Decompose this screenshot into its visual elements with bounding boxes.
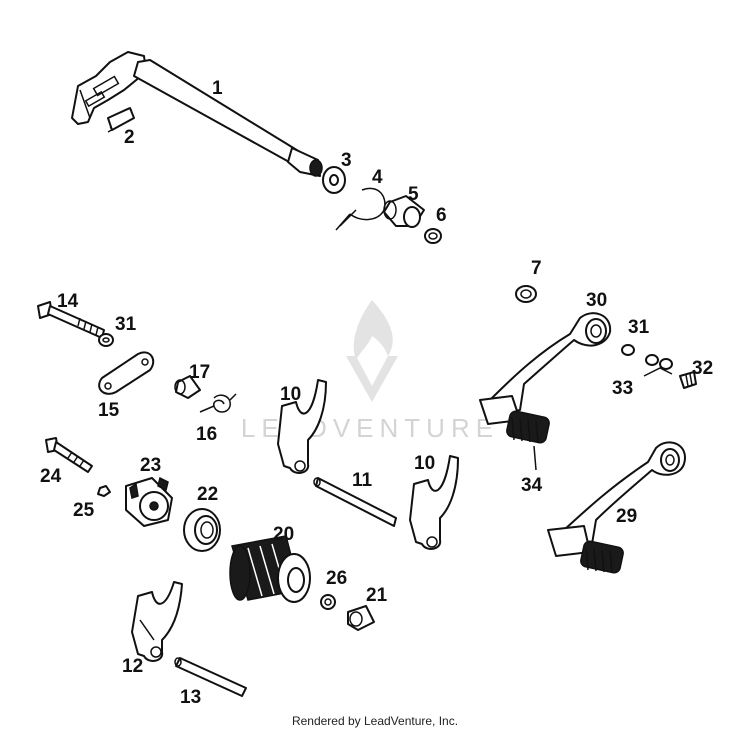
callout-7: 7 [531,258,542,279]
callout-5: 5 [408,184,419,205]
part-20-shift-drum [229,535,311,603]
part-24-bolt [45,437,93,473]
callout-10-left: 10 [280,384,301,405]
callout-14: 14 [57,291,79,312]
part-30-shift-lever [479,312,612,444]
callout-3: 3 [341,150,352,171]
callout-34: 34 [521,475,543,496]
callout-4: 4 [372,167,383,188]
part-7-washer [515,285,537,303]
leader-line-34 [533,445,537,471]
part-26-washer [320,594,336,610]
part-10-shift-fork-right [409,455,459,550]
part-4-circlip [335,187,386,231]
callout-31-right: 31 [628,317,650,338]
callout-24: 24 [40,466,62,487]
part-3-washer [322,166,346,194]
part-31-washer-right [621,344,635,356]
callout-31-left: 31 [115,314,137,335]
callout-15: 15 [98,400,120,421]
part-29-shift-lever [547,441,687,574]
callout-11: 11 [352,470,373,491]
callout-26: 26 [326,568,347,589]
part-2-spring [107,107,135,133]
part-17-bushing [174,375,201,399]
part-11-fork-shaft [313,477,397,527]
callout-33: 33 [612,378,633,399]
part-25-nut [97,485,111,497]
callout-30: 30 [586,290,607,311]
callout-1: 1 [212,78,223,99]
callout-6: 6 [436,205,447,226]
part-6-ring [424,228,442,244]
part-1-shift-shaft [71,51,323,177]
part-15-link [98,351,155,395]
part-32-bolt [679,371,697,389]
chevron-logo-icon [346,356,398,402]
callout-16: 16 [196,424,217,445]
callout-32: 32 [692,358,713,379]
part-33-washers [643,354,673,377]
callout-2: 2 [124,127,135,148]
part-13-fork-shaft [174,657,247,697]
callout-13: 13 [180,687,201,708]
callout-12: 12 [122,656,143,677]
part-5-bushing [383,195,425,228]
callout-17: 17 [189,362,210,383]
part-31-washer-left [98,333,114,347]
callout-22: 22 [197,484,218,505]
callout-21: 21 [366,585,388,606]
part-12-shift-fork [131,581,183,662]
flame-logo-icon [353,300,393,360]
part-21-bearing [347,605,375,631]
callout-labels: 1 2 3 4 5 6 7 30 31 32 33 34 29 14 31 15… [40,78,713,708]
part-22-bearing [183,508,221,552]
callout-29: 29 [616,506,637,527]
callout-10-right: 10 [414,453,435,474]
callout-23: 23 [140,455,161,476]
part-16-spring [199,393,237,413]
part-10-shift-fork-left [277,379,327,474]
callout-25: 25 [73,500,95,521]
part-23-shift-cam [125,476,173,527]
footer-credit: Rendered by LeadVenture, Inc. [291,714,459,728]
callout-20: 20 [273,524,294,545]
